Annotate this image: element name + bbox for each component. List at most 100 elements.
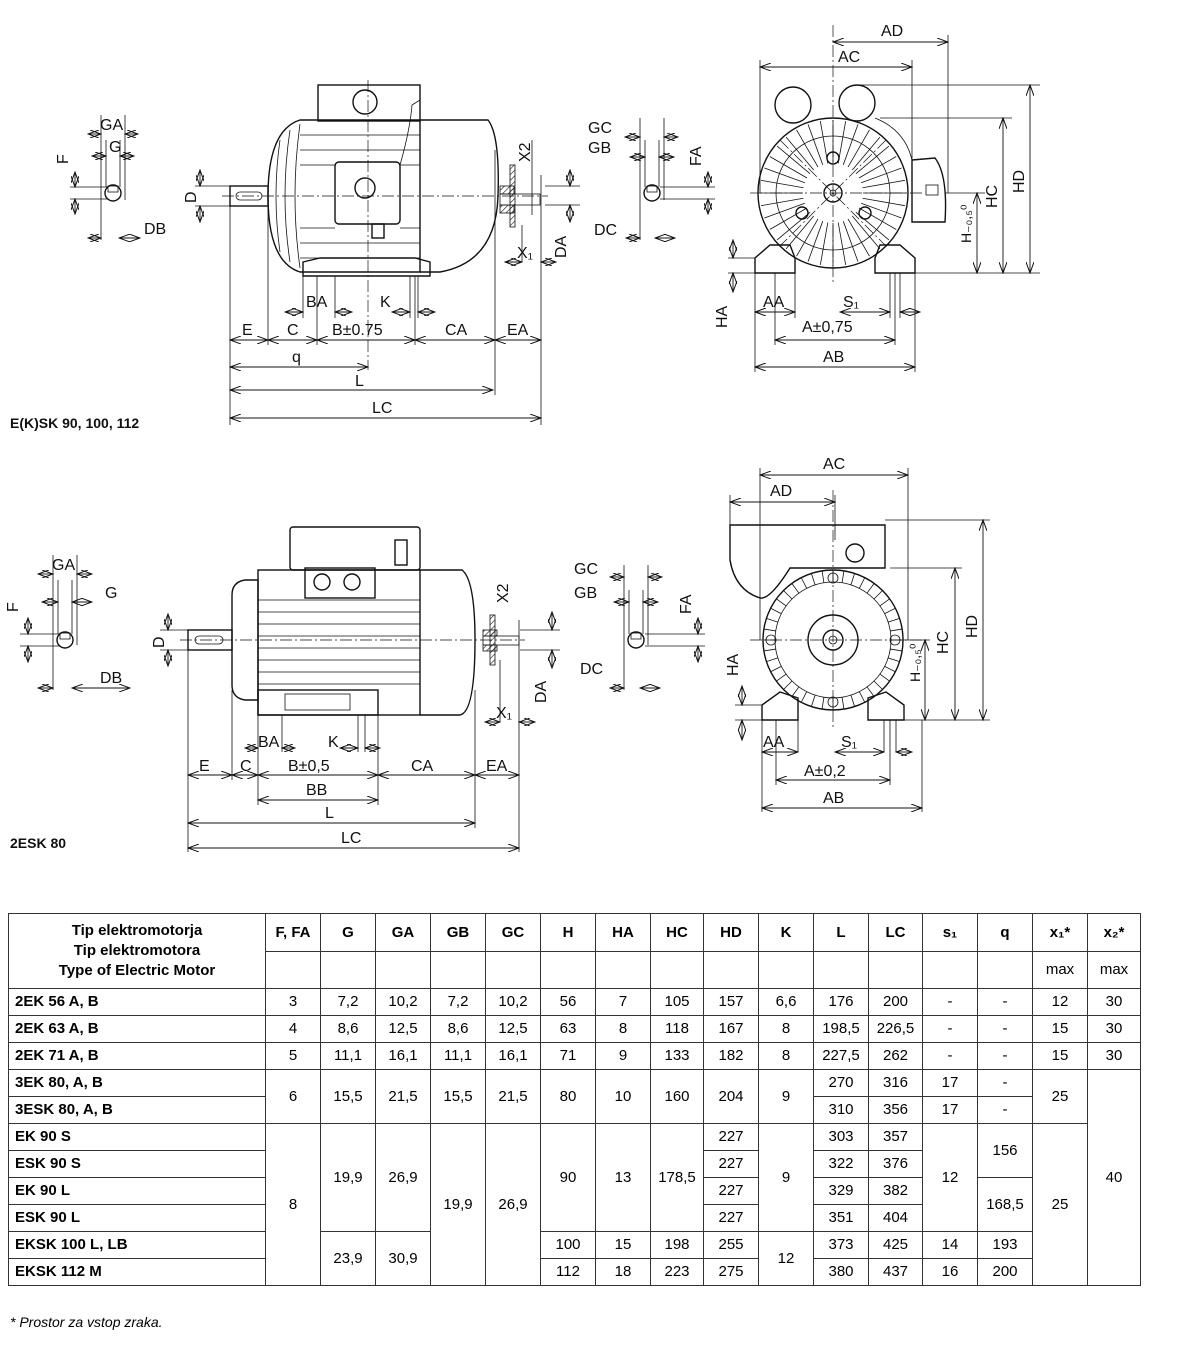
label-x2: X2 (517, 142, 534, 162)
column-subheader (650, 951, 704, 989)
cooling-fin (785, 136, 815, 171)
label-ga: GA (52, 557, 75, 574)
label-fa: FA (678, 594, 695, 614)
table-cell: 193 (977, 1231, 1033, 1259)
label-e: E (199, 758, 210, 775)
table-cell: 5 (265, 1042, 321, 1070)
label-da: DA (533, 680, 550, 703)
column-header: GC (485, 913, 541, 952)
column-header: x₂* (1087, 913, 1141, 952)
label-gb: GB (588, 140, 611, 157)
label-hd: HD (964, 615, 981, 638)
cooling-fin (785, 215, 815, 250)
table-cell: 8 (758, 1015, 814, 1043)
column-header: q (977, 913, 1033, 952)
table-cell: 223 (650, 1258, 704, 1286)
label-lc: LC (372, 400, 392, 417)
column-subheader (813, 951, 869, 989)
cooling-fin (821, 570, 825, 583)
table-cell: 40 (1087, 1069, 1141, 1286)
column-header: HD (703, 913, 759, 952)
bottom-shaft-key-detail: GA G F DB (5, 555, 130, 690)
table-cell: 376 (868, 1150, 923, 1178)
table-cell: 90 (540, 1123, 596, 1232)
table-cell: 26,9 (485, 1123, 541, 1286)
label-l: L (325, 805, 334, 822)
table-cell: 118 (650, 1015, 704, 1043)
column-header: K (758, 913, 814, 952)
table-cell: 14 (922, 1231, 978, 1259)
cooling-fin (884, 607, 896, 615)
label-g: G (105, 585, 117, 602)
type-header-line: Tip elektromotorja (71, 922, 203, 939)
cooling-fin (879, 673, 890, 682)
table-cell: 198 (650, 1231, 704, 1259)
cooling-fin (841, 570, 845, 583)
table-cell: 16,1 (485, 1042, 541, 1070)
motor-type: 3EK 80, A, B (8, 1069, 266, 1097)
motor-type: 3ESK 80, A, B (8, 1096, 266, 1124)
table-cell: - (977, 1069, 1033, 1097)
table-cell: 7 (595, 988, 651, 1016)
table-cell: 227 (703, 1123, 759, 1151)
table-cell: 8 (265, 1123, 321, 1286)
table-cell: 10 (595, 1069, 651, 1124)
table-cell: 382 (868, 1177, 923, 1205)
label-ad: AD (881, 23, 903, 40)
label-x2: X2 (495, 583, 512, 603)
bottom-front-view: AC AD HD HC H₋₀,₅⁰ HA AA S₁ A±0,2 AB (725, 456, 990, 812)
cooling-fin (800, 691, 808, 703)
cooling-fin (884, 665, 896, 673)
column-subheader (595, 951, 651, 989)
cooling-fin (888, 617, 900, 623)
column-subheader (485, 951, 541, 989)
cooling-fin (783, 680, 793, 690)
label-s1: S₁ (841, 734, 857, 751)
label-k: K (380, 294, 391, 311)
label-ea: EA (486, 758, 508, 775)
cooling-fin (819, 222, 829, 265)
column-subheader (430, 951, 486, 989)
table-cell: 7,2 (320, 988, 376, 1016)
column-subheader (922, 951, 978, 989)
label-h: H₋₀,₅⁰ (907, 643, 923, 682)
cooling-fin (769, 156, 808, 179)
table-cell: 6,6 (758, 988, 814, 1016)
bottom-side-view: D X2 X₁ DA BA K E C B±0,5 CA EA BB L LC (151, 526, 560, 852)
table-cell: 9 (758, 1069, 814, 1124)
table-cell: - (977, 1042, 1033, 1070)
motor-type: EKSK 100 L, LB (8, 1231, 266, 1259)
drawing-title-bottom: 2ESK 80 (10, 835, 66, 851)
label-hd: HD (1011, 170, 1028, 193)
table-cell: 8,6 (320, 1015, 376, 1043)
cooling-fin (842, 124, 859, 165)
column-header: GA (375, 913, 431, 952)
label-s1: S₁ (843, 294, 859, 311)
table-cell: 23,9 (320, 1231, 376, 1286)
table-cell: 25 (1032, 1123, 1088, 1286)
table-cell: 15 (1032, 1015, 1088, 1043)
table-cell: - (922, 1042, 978, 1070)
table-cell: 21,5 (375, 1069, 431, 1124)
label-f: F (5, 602, 22, 612)
table-cell: 176 (813, 988, 869, 1016)
table-cell: 12,5 (485, 1015, 541, 1043)
table-cell: 12 (922, 1123, 978, 1232)
cooling-fin (791, 686, 800, 697)
table-cell: 4 (265, 1015, 321, 1043)
cooling-fin (810, 573, 816, 585)
cooling-fin (862, 179, 905, 189)
table-cell: 21,5 (485, 1069, 541, 1124)
label-ab: AB (823, 790, 844, 807)
column-subheader (758, 951, 814, 989)
table-cell: 156 (977, 1123, 1033, 1178)
cooling-fin (763, 648, 776, 652)
label-ca: CA (411, 758, 434, 775)
table-cell: 322 (813, 1150, 869, 1178)
